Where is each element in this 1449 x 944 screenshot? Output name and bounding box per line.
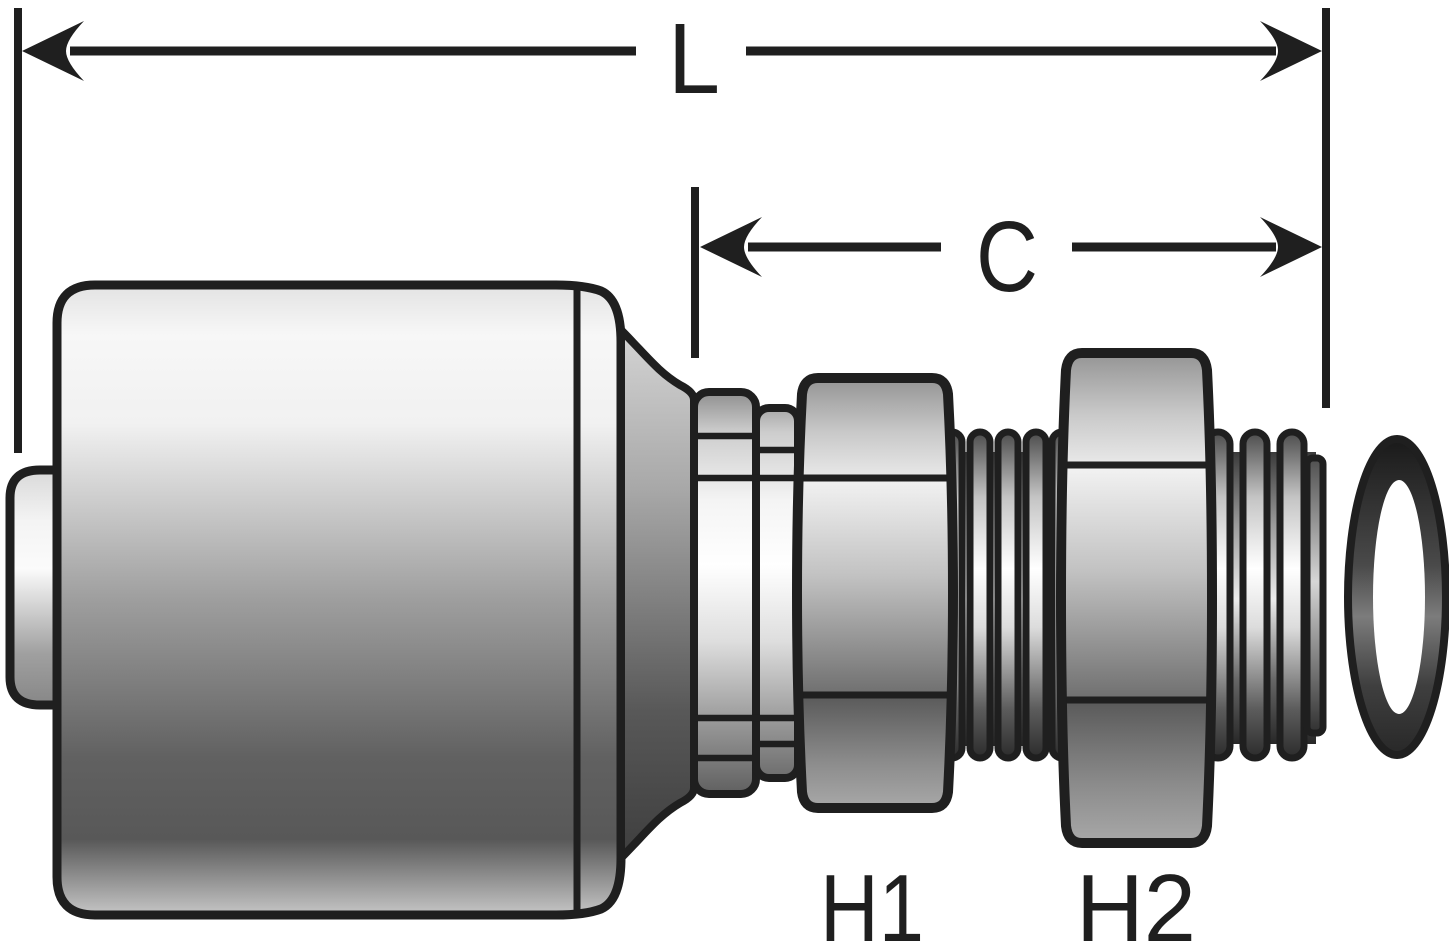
thread1-ridge: [994, 428, 1022, 762]
thread2-end-face: [1303, 454, 1327, 737]
nut2-bottom-flat: [1061, 700, 1212, 843]
collar-ring-2: [752, 404, 802, 782]
nut2-outline: [1056, 348, 1217, 848]
l-arrowhead-right: [1260, 21, 1322, 81]
cone-neck: [617, 326, 698, 862]
c-dim-label: C: [976, 201, 1038, 313]
hex1-label: H1: [820, 855, 924, 944]
thread1-ridge: [966, 428, 994, 762]
thread-section-2: [1202, 428, 1327, 762]
dimension-L: L: [14, 3, 1330, 453]
fitting-body: [5, 280, 1449, 920]
c-arrowhead-left: [700, 217, 762, 277]
nut1-bottom-flat: [797, 695, 953, 808]
thread1-ridge: [1022, 428, 1050, 762]
crimp-shell: [52, 280, 626, 920]
nut2-mid-flat: [1061, 465, 1212, 700]
o-ring: [1344, 435, 1449, 759]
nut2-top-flat: [1061, 353, 1212, 465]
thread-section-1: [938, 428, 1076, 762]
c-arrowhead-right: [1260, 217, 1322, 277]
hex-nut-1: [792, 373, 958, 813]
thread2-ridge: [1276, 428, 1308, 762]
hex-nut-2: [1056, 348, 1217, 848]
l-dim-label: L: [668, 3, 720, 115]
collar-ring-1: [690, 388, 760, 798]
nut1-mid-flat: [797, 478, 953, 695]
nut1-outline: [792, 373, 958, 813]
nut1-top-flat: [797, 378, 953, 478]
thread2-ridge: [1239, 428, 1271, 762]
l-arrowhead-left: [22, 21, 84, 81]
dimension-C: C: [691, 187, 1322, 358]
hex2-label: H2: [1076, 855, 1196, 944]
o-ring-hole: [1373, 480, 1425, 714]
